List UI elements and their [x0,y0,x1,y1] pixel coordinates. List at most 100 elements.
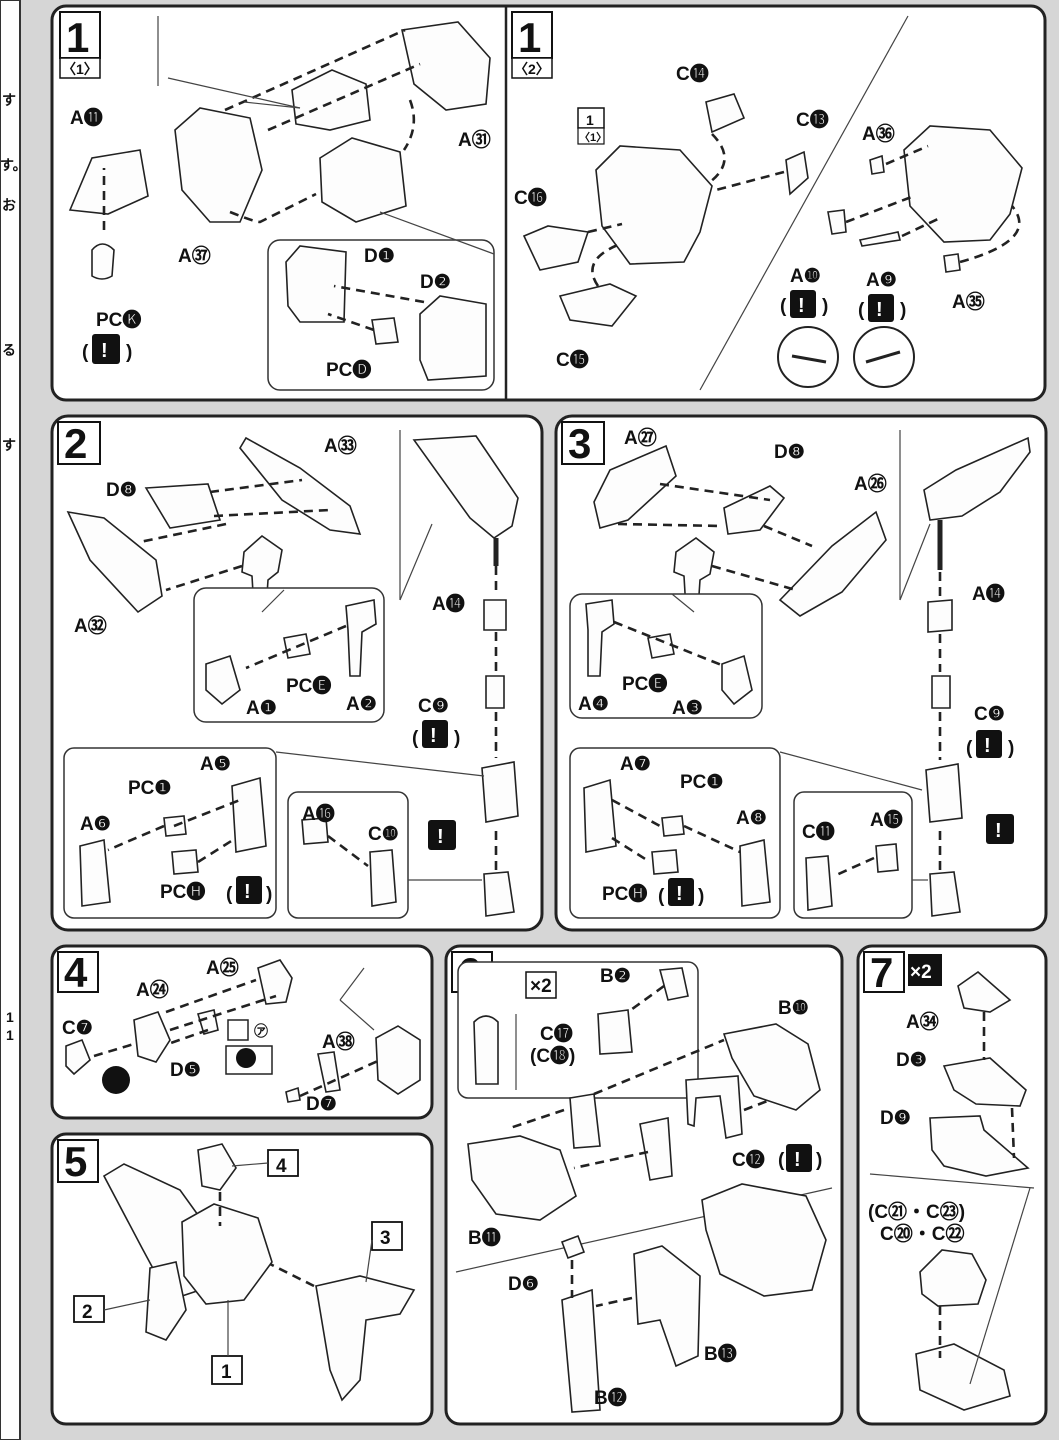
part-label: PC❶ [680,772,723,793]
part-shape [595,145,713,265]
part-shape [401,21,491,111]
part-shape [291,69,371,131]
part-label: PC❶ [128,778,171,799]
part-label: PC🅔 [286,674,331,697]
part-label: (C⓲) [530,1045,575,1067]
part-label: A㉖ [854,472,887,495]
caution-icon: ( ! ) [858,294,906,322]
part-shape [375,1025,421,1095]
part-label: D❷ [420,272,451,293]
caution-icon: ( ! ) [658,878,704,907]
part-label: A㊳ [322,1030,355,1053]
caution-icon: ( ! ) [778,1144,822,1172]
step-1-2-parts: 1 〈1〉 [522,15,1023,391]
part-shape [929,1115,1030,1177]
part-label: A㉞ [906,1010,939,1033]
part-shape [181,1203,273,1305]
part-label: C⓱ [540,1022,573,1045]
part-shape [903,125,1023,243]
caution-icon: ( ! ) [966,730,1014,759]
part-shape [722,1023,821,1111]
svg-text:!: ! [437,826,444,848]
svg-text:!: ! [798,295,805,317]
step-1-1-header: 1 〈1〉 [59,11,101,79]
svg-text:!: ! [244,881,251,903]
svg-text:): ) [900,300,906,321]
svg-text:7: 7 [870,949,893,996]
assembly-ref: 2 [82,1302,93,1323]
part-label: D❻ [508,1274,539,1295]
part-label: A❶ [246,698,277,719]
part-label: PC🅗 [602,882,647,905]
part-label: A⓯ [870,808,903,831]
part-label: C⓮ [676,62,709,85]
svg-text:): ) [822,296,828,317]
part-label: A❹ [578,694,609,715]
part-label: A㉜ [74,614,107,637]
part-label: C❾ [974,704,1005,725]
svg-text:4: 4 [64,949,88,996]
side-text: 1 [6,1027,14,1043]
part-label: C⓰ [514,187,547,209]
svg-text:1: 1 [66,14,89,61]
part-label: B⓬ [594,1387,627,1409]
part-label: D❼ [306,1094,337,1115]
part-label: A㊲ [178,244,211,267]
side-text: お [2,197,16,213]
svg-text:!: ! [101,340,108,362]
svg-text:(: ( [778,1150,785,1171]
part-shape [467,1135,577,1221]
caution-icon: ( ! ) [780,290,828,318]
part-label: D❾ [880,1108,911,1129]
step-7-header: 7 ×2 [863,949,942,996]
part-shape [778,510,887,617]
caution-icon: ( ! ) [226,876,272,905]
part-label: B⓭ [704,1343,737,1365]
svg-text:(: ( [658,886,665,907]
part-label: A㉟ [952,290,985,313]
part-label: A⓮ [432,592,465,615]
part-label: PC🅓 [326,358,371,381]
svg-text:1: 1 [518,14,541,61]
part-label: (C㉑・C㉓) [868,1200,965,1223]
svg-text:1: 1 [586,112,594,128]
part-shape [68,149,149,215]
step-1-1-parts [68,16,495,391]
side-text: す [2,437,16,453]
svg-text:5: 5 [64,1138,87,1185]
step-5-header: 5 [57,1138,99,1185]
svg-text:(: ( [226,884,233,905]
part-label: C❾ [418,696,449,717]
svg-text:(: ( [858,300,865,321]
part-label: A㉛ [458,128,491,151]
part-label: PC🅗 [160,880,205,903]
svg-text:×2: ×2 [910,962,932,983]
side-text: 1 [6,1009,14,1025]
svg-text:2: 2 [64,420,87,467]
step-2-parts [63,430,519,919]
part-label: C⓭ [796,109,829,131]
step-7-parts [869,970,1035,1411]
part-label: C❿ [368,824,399,845]
part-label: D❽ [774,442,805,463]
svg-text:!: ! [995,820,1002,842]
part-label: B❿ [778,998,809,1019]
part-shape [319,137,407,223]
svg-text:〈1〉: 〈1〉 [62,61,98,77]
part-shape [174,107,263,223]
assembly-ref: 3 [380,1228,391,1249]
step-3-header: 3 [561,420,605,467]
part-label: A㉔ [136,978,169,1001]
part-label: A㉕ [206,956,239,979]
part-label: A❻ [80,814,111,835]
svg-text:): ) [126,342,132,363]
part-label: A❾ [866,270,897,291]
part-label: C⓯ [556,348,589,371]
caution-icon: ! [428,820,456,850]
svg-text:): ) [816,1150,822,1171]
part-shape [66,510,163,614]
svg-text:!: ! [430,725,437,747]
part-label: A㉗ [624,426,657,449]
part-shape [593,444,677,530]
